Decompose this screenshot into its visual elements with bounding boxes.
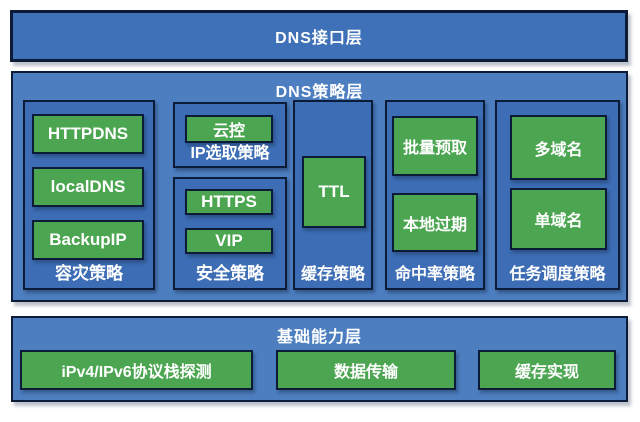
node-batch-prefetch: 批量预取 — [392, 116, 478, 176]
node-data-transmission: 数据传输 — [276, 350, 456, 390]
strategy-layer-title: DNS策略层 — [275, 84, 364, 101]
foundation-layer-title: 基础能力层 — [276, 329, 362, 346]
node-https: HTTPS — [185, 189, 273, 215]
node-cloud-control: 云控 — [185, 115, 273, 143]
panel-task-scheduling: 多域名 单域名 任务调度策略 — [495, 100, 620, 290]
panel-label-ip-selection: IP选取策略 — [190, 145, 270, 162]
dns-interface-layer: DNS接口层 — [10, 10, 628, 62]
panel-label-security: 安全策略 — [196, 264, 264, 283]
node-multi-domain: 多域名 — [510, 115, 607, 180]
node-single-domain: 单域名 — [510, 188, 607, 250]
panel-ip-selection: 云控 IP选取策略 — [173, 102, 287, 168]
node-httpdns: HTTPDNS — [32, 114, 144, 154]
interface-layer-title: DNS接口层 — [275, 30, 363, 47]
node-localdns: localDNS — [32, 167, 144, 207]
panel-label-cache-strategy: 缓存策略 — [300, 266, 365, 283]
dns-strategy-layer: DNS策略层 HTTPDNS localDNS BackupIP 容灾策略 云控… — [11, 71, 628, 302]
panel-disaster-recovery: HTTPDNS localDNS BackupIP 容灾策略 — [23, 100, 155, 290]
panel-cache-strategy: TTL 缓存策略 — [293, 100, 373, 290]
node-vip: VIP — [185, 228, 273, 254]
foundation-capability-layer: 基础能力层 iPv4/IPv6协议栈探测 数据传输 缓存实现 — [11, 316, 628, 402]
node-cache-implementation: 缓存实现 — [478, 350, 616, 390]
panel-security: HTTPS VIP 安全策略 — [173, 177, 287, 290]
node-backupip: BackupIP — [32, 220, 144, 260]
panel-hit-rate: 批量预取 本地过期 命中率策略 — [385, 100, 485, 290]
panel-label-hit-rate: 命中率策略 — [394, 266, 475, 283]
node-local-expiry: 本地过期 — [392, 193, 478, 252]
panel-label-task-scheduling: 任务调度策略 — [509, 266, 606, 283]
node-ipv4-ipv6-stack-detection: iPv4/IPv6协议栈探测 — [20, 350, 253, 390]
node-ttl: TTL — [302, 156, 366, 228]
panel-label-disaster-recovery: 容灾策略 — [55, 264, 123, 283]
